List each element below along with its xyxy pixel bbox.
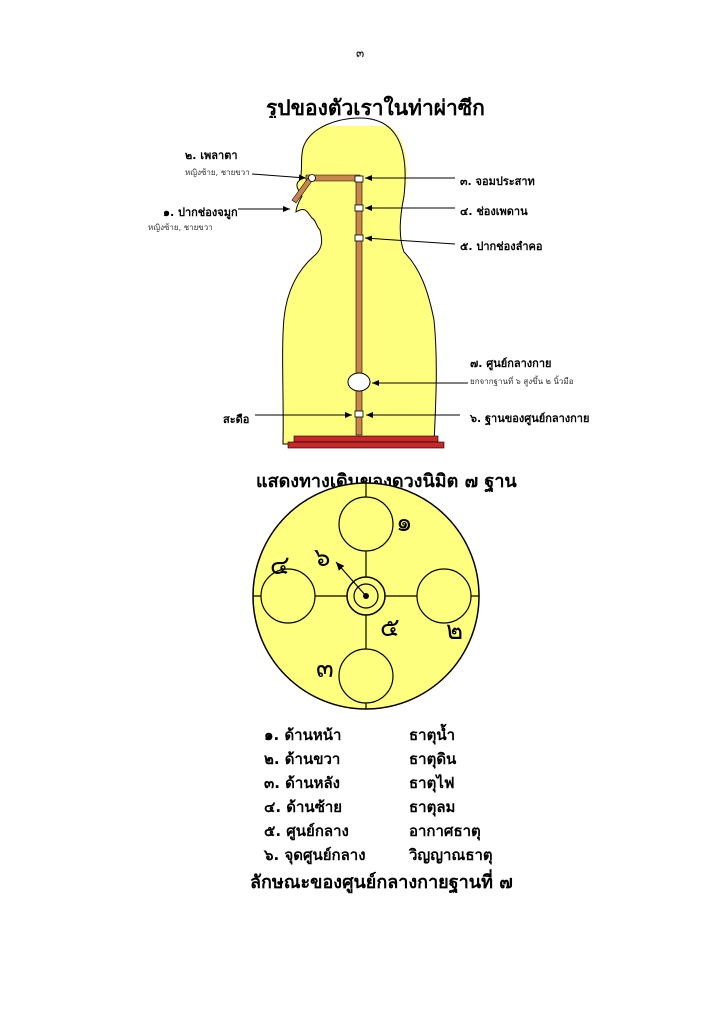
sphere-back [338,648,394,704]
label-6: ๖. ฐานของศูนย์กลางกาย [470,412,590,425]
label-2-sub: หญิงซ้าย, ชายขวา [185,168,250,177]
sphere-left [260,568,316,624]
seven-bases-diagram: ๑ ๒ ๓ ๔ ๕ ๖ [252,482,480,710]
label-5: ๕. ปากช่องลำคอ [460,240,543,253]
path-arrow [335,561,367,597]
silhouette-front-space [263,118,360,444]
node-4 [354,204,364,212]
node-6 [354,410,364,418]
legend-row-4-position: ๔. ด้านซ้าย [264,798,343,816]
node-5 [354,234,364,242]
arrow-label-5 [364,235,456,245]
label-navel: สะดือ [223,413,250,426]
node-7-center [347,372,371,392]
legend-row-1-element: ธาตุน้ำ [409,726,455,744]
legend-row-5-element: อากาศธาตุ [409,822,481,840]
legend-row-6-position: ๖. จุดศูนย์กลาง [264,846,366,864]
label-7-sub: ยกจากฐานที่ ๖ สูงขึ้น ๒ นิ้วมือ [470,377,574,386]
page-number: ๓ [356,46,365,60]
node-3 [354,175,364,183]
base-bottom [287,441,445,449]
number-2: ๒ [446,616,463,646]
legend-row-3-position: ๓. ด้านหลัง [264,774,340,792]
number-3: ๓ [316,654,334,684]
number-1: ๑ [396,508,413,538]
legend-row-1-position: ๑. ด้านหน้า [264,726,342,744]
label-1-sub: หญิงซ้าย, ชายขวา [148,223,213,232]
figure1-title: รูปของตัวเราในท่าผ่าซีก [266,96,485,120]
silhouette-back-space [376,118,441,444]
body-cross-section-diagram [238,117,468,449]
number-6: ๖ [314,543,331,573]
arrow-label-2 [251,173,307,181]
label-2-title: ๒. เพลาตา [185,149,238,162]
number-4: ๔ [270,551,290,581]
legend-row-2-position: ๒. ด้านขวา [264,750,341,768]
label-3: ๓. จอมประสาท [460,175,535,188]
sphere-front [338,496,394,552]
label-4: ๔. ช่องเพดาน [460,205,528,218]
eye-node [308,174,316,182]
legend-row-2-element: ธาตุดิน [409,750,457,768]
number-5: ๕ [380,613,400,643]
label-7-title: ๗. ศูนย์กลางกาย [470,357,552,370]
body-outline [282,117,437,445]
legend-row-6-element: วิญญาณธาตุ [409,846,493,864]
label-1-title: ๑. ปากช่องจมูก [163,206,238,219]
sphere-right [416,568,472,624]
figure2-caption: แสดงทางเดินของดวงนิมิต ๗ ฐาน [256,471,517,492]
legend-row-5-position: ๕. ศูนย์กลาง [264,822,349,840]
legend-row-3-element: ธาตุไฟ [409,774,455,792]
legend-row-4-element: ธาตุลม [409,798,456,816]
bottom-caption: ลักษณะของศูนย์กลางกายฐานที่ ๗ [250,872,513,893]
